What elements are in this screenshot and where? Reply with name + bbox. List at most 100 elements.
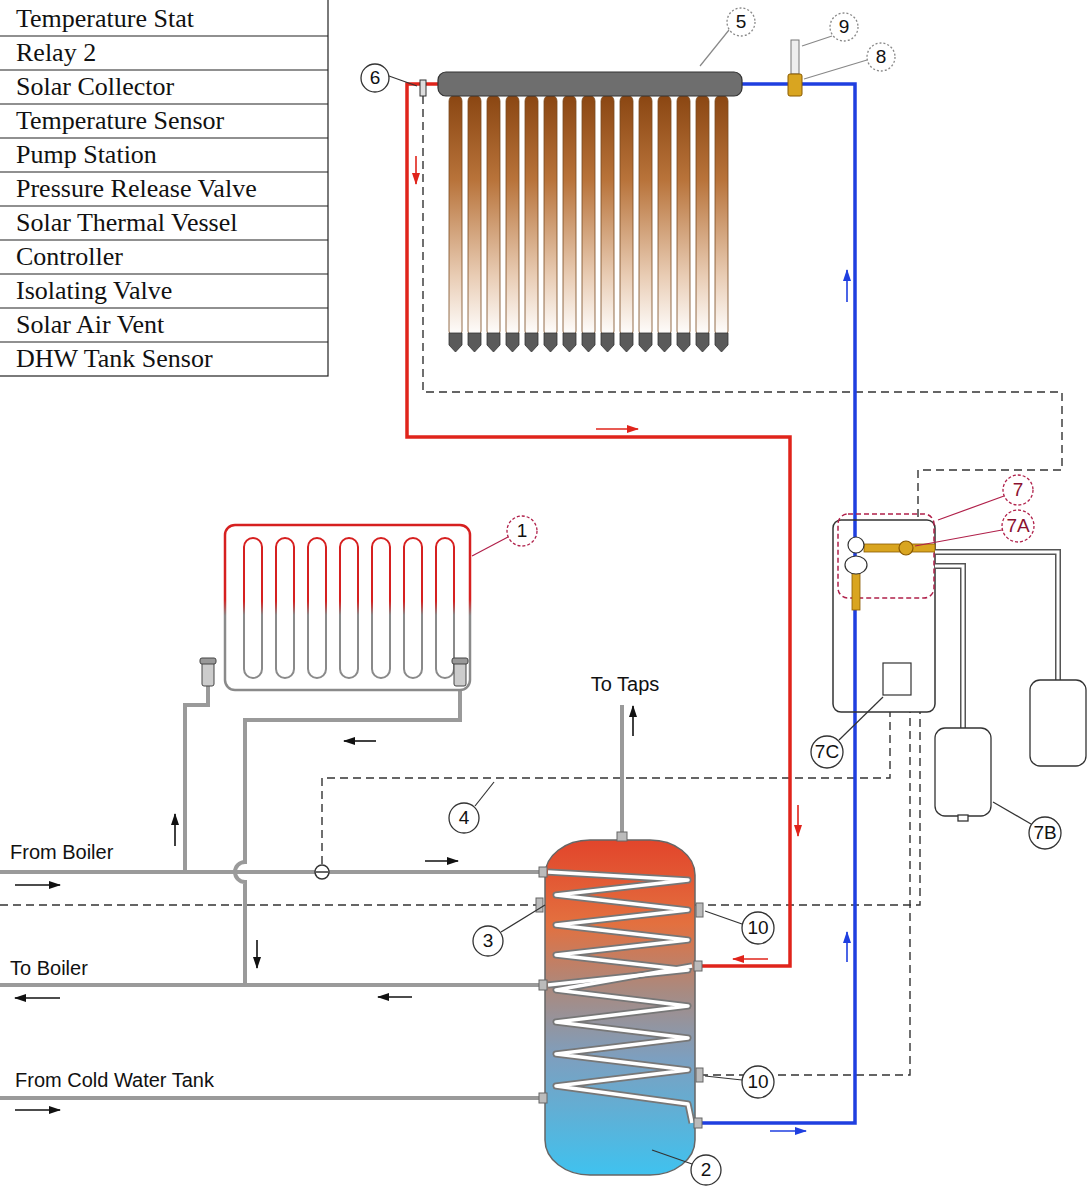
callout-circle [811,736,843,768]
flow-arrow [344,740,376,742]
zone-valve [315,865,329,879]
tube-tip [658,333,671,352]
table-cell: Temperature Sensor [16,106,224,136]
evacuated-tube [506,95,519,337]
expansion-vessel [1030,680,1086,766]
dhw-tank [539,1093,547,1103]
tube-tip [582,333,595,352]
tube-tip [601,333,614,352]
flow-arrow [596,428,638,430]
flow-arrow [15,884,60,886]
boiler-pipe [0,870,545,874]
flow-arrow [15,997,60,999]
radiator [404,538,422,678]
dhw-tank [545,840,695,1175]
evacuated-tube [639,95,652,337]
dhw-tank [696,1068,703,1082]
callout-number: 6 [370,67,381,89]
flow-arrow [632,706,634,736]
tube-tip [563,333,576,352]
tube-tip [525,333,538,352]
evacuated-tube [620,95,633,337]
callout-circle [361,64,389,92]
tube-tip [506,333,519,352]
flow-arrow [425,860,458,862]
callout-circle [449,803,479,833]
evacuated-tube [658,95,671,337]
pump-station [883,663,911,695]
evacuated-tube [715,95,728,337]
table-cell: Solar Thermal Vessel [16,208,237,238]
legend-table [0,103,328,104]
tube-tip [639,333,652,352]
tube-tip [677,333,690,352]
callout-leader [839,697,883,740]
callout-number: 4 [459,807,470,829]
flow-arrow [378,996,412,998]
dhw-tank [539,980,547,990]
evacuated-tube [468,95,481,337]
tube-tip [449,333,462,352]
callout-number: 2 [701,1159,712,1181]
boiler-pipe [0,686,622,1098]
callout-circle [1002,510,1034,542]
radiator [372,538,390,678]
legend-table [0,239,328,240]
callout-leader [700,30,729,66]
tube-tip [715,333,728,352]
radiator [202,662,214,686]
control-wire [0,904,545,905]
flow-arrow [256,940,258,968]
callout-leader [915,530,1002,546]
zone-valve [316,871,328,873]
expansion-pipe [935,566,963,728]
flow-arrow [846,270,848,302]
callout-leader [389,76,417,86]
dhw-tank [548,872,688,985]
evacuated-tube [449,95,728,337]
pump-station [845,556,867,574]
table-cell: Controller [16,242,123,272]
callout-number: 7A [1006,515,1029,537]
callout-circle [507,516,537,546]
expansion-vessel [958,815,968,821]
callout-circle [742,912,774,944]
radiator [308,538,326,678]
legend-table [0,205,328,206]
table-cell: Solar Collector [16,72,174,102]
dhw-tank [556,966,692,1123]
solar-air-vent [788,40,802,96]
control-wire [695,712,920,905]
flow-arrow [415,156,417,184]
dhw-tank [536,832,703,1175]
callout-circle [727,8,755,36]
evacuated-tube [677,95,690,337]
callout-leader [652,1150,692,1164]
callout-number: 8 [876,46,887,68]
pump-station [833,520,935,712]
table-cell: Temperature Stat [16,4,194,34]
radiator [200,525,470,690]
callout-number: 7C [815,741,839,763]
pipe-label: To Boiler [10,957,88,980]
legend-table [0,171,328,172]
flow-arrow [733,958,768,960]
boiler-pipe [185,686,208,872]
radiator [454,662,466,686]
callout-circle [1003,475,1033,505]
tube-tip [468,333,481,352]
callout-leader [475,782,494,806]
radiator [225,525,470,690]
table-cell: Isolating Valve [16,276,172,306]
callout-leader [389,30,1031,1164]
callout-number: 9 [839,16,850,38]
boiler-pipe [235,686,460,985]
callout-number: 3 [483,930,494,952]
table-cell: Solar Air Vent [16,310,164,340]
radiator [436,538,454,678]
dhw-tank [548,872,692,1123]
callout-circle [867,43,895,71]
expansion-pipe [935,552,1058,680]
legend-table [0,0,328,376]
